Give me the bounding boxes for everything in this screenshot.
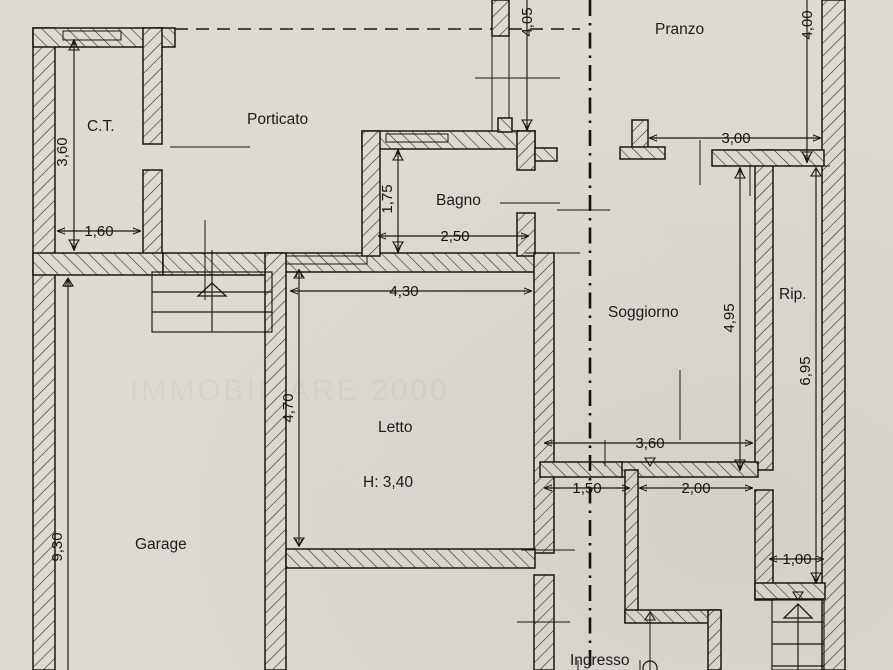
- dim-value: 6,95: [797, 356, 814, 385]
- dim-value: 4,95: [721, 303, 738, 332]
- room-label-pranzo: Pranzo: [655, 21, 704, 38]
- wall-letto-bottom: [285, 548, 536, 569]
- dim-letto-height: 4,70: [280, 270, 299, 546]
- dim-rip-length: 6,95: [787, 165, 830, 583]
- wall-ingresso-inner: [624, 469, 722, 670]
- room-label-ingresso: Ingresso: [570, 652, 629, 669]
- dim-ingresso-left: 1,50: [545, 480, 629, 497]
- room-label-bagno: Bagno: [436, 192, 481, 209]
- dim-soggiorno-width: 3,60: [545, 435, 752, 452]
- dim-value: 4,00: [799, 10, 816, 39]
- dim-value: 1,00: [782, 551, 811, 568]
- room-label-letto: Letto: [378, 419, 412, 436]
- wall-porticato-bottom: [162, 252, 536, 276]
- dimension-lines: 3,60 1,60 4,05 1,75 2,50: [49, 0, 830, 670]
- room-label-garage: Garage: [135, 536, 187, 553]
- label-letto-height: H: 3,40: [363, 474, 413, 491]
- wall-rip-top: [711, 149, 825, 167]
- watermark: IMMOBILIARE 2000: [130, 374, 450, 407]
- dim-ingresso-right: 2,00: [640, 480, 752, 497]
- dim-letto-width: 4,30: [291, 283, 531, 300]
- room-label-soggiorno: Soggiorno: [608, 304, 679, 321]
- room-label-porticato: Porticato: [247, 111, 308, 128]
- room-label-ct: C.T.: [87, 118, 115, 135]
- dim-value: 2,00: [681, 480, 710, 497]
- dim-ct-height: 3,60: [54, 40, 74, 250]
- dim-value: 4,30: [389, 283, 418, 300]
- wall-below-ct: [32, 252, 164, 276]
- wall-rip-left: [754, 149, 774, 601]
- wall-exterior-right: [821, 0, 846, 670]
- dim-bagno-height: 1,75: [379, 150, 398, 252]
- wall-ct-right: [142, 27, 163, 256]
- wall-rip-bottom: [754, 582, 826, 600]
- wall-exterior-left: [32, 27, 56, 670]
- staircase-rip: [771, 599, 825, 670]
- dim-value: 9,30: [49, 532, 66, 561]
- wall-soggiorno-bottom: [539, 461, 759, 478]
- wall-pillar-pranzo: [619, 119, 666, 160]
- dim-porticato-depth: 4,05: [475, 0, 558, 130]
- dim-value: 4,05: [519, 7, 536, 36]
- wall-porticato-right: [491, 0, 513, 133]
- dim-value: 3,00: [721, 130, 750, 147]
- room-label-rip: Rip.: [779, 286, 807, 303]
- dim-value: 4,70: [280, 393, 297, 422]
- staircase-porticato: [151, 250, 273, 333]
- watermark-text: IMMOBILIARE 2000: [130, 374, 450, 407]
- dim-rip-width: 1,00: [770, 551, 823, 568]
- dim-value: 1,75: [379, 184, 396, 213]
- dim-value: 1,50: [572, 480, 601, 497]
- dim-garage-length: 9,30: [49, 280, 68, 670]
- dim-value: 3,60: [54, 137, 71, 166]
- dim-value: 1,60: [84, 223, 113, 240]
- wall-letto-right: [533, 252, 555, 670]
- wall-garage-letto: [264, 252, 287, 670]
- dim-bagno-width: 2,50: [379, 228, 528, 245]
- dim-soggiorno-right: 4,95: [721, 168, 740, 470]
- door-marks: [62, 40, 822, 670]
- walls: [32, 0, 846, 670]
- leader-ticks: [170, 77, 751, 670]
- dim-value: 2,50: [440, 228, 469, 245]
- dim-value: 3,60: [635, 435, 664, 452]
- dim-ct-width: 1,60: [58, 223, 140, 240]
- room-labels: C.T. Porticato Bagno Letto H: 3,40 Garag…: [87, 21, 807, 669]
